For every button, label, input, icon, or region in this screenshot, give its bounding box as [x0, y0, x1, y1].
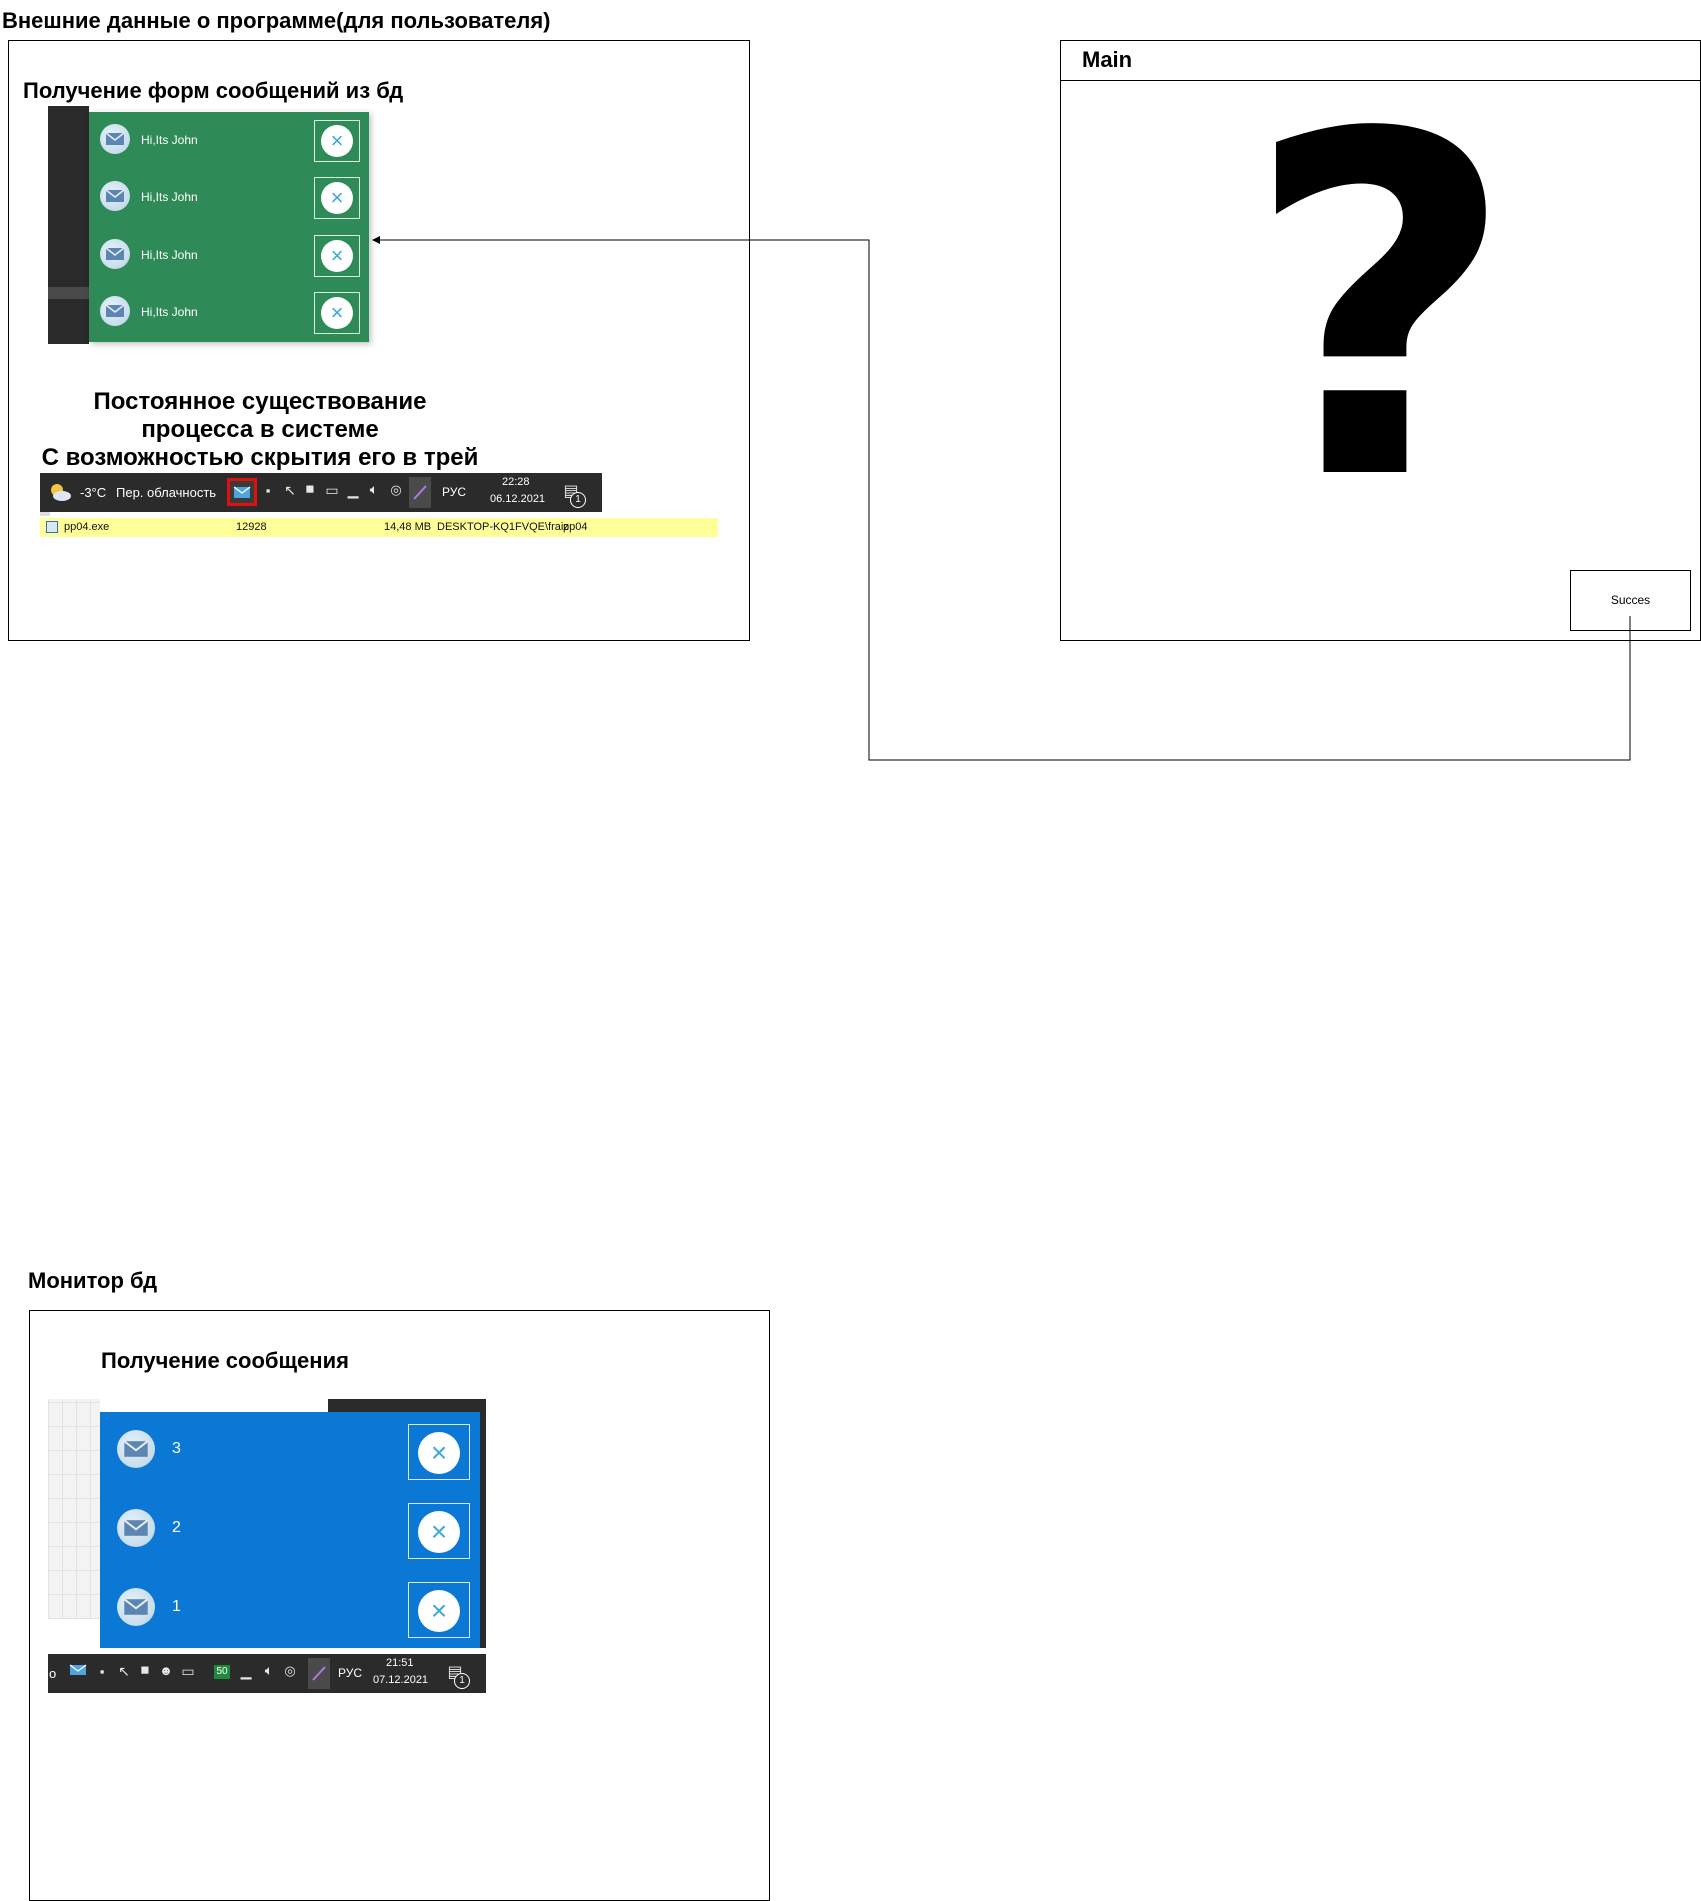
process-pid: 12928 [236, 521, 267, 533]
message-item[interactable]: 1 × [100, 1570, 485, 1648]
close-icon: × [321, 125, 353, 157]
background-window [48, 106, 89, 344]
weather-cloud-sun-icon [48, 481, 72, 503]
weather-text: Пер. облачность [116, 485, 217, 500]
volume-icon[interactable]: 🔈︎ [264, 1662, 274, 1678]
process-row[interactable]: pp04.exe 12928 14,48 MB DESKTOP-KQ1FVQE\… [40, 518, 718, 537]
clock-date[interactable]: 06.12.2021 [490, 493, 546, 505]
notification-text: Hi,Its John [141, 305, 198, 319]
pen-icon[interactable] [409, 477, 431, 508]
receive-message-caption: Получение сообщения [101, 1348, 349, 1373]
background-window-strip [48, 287, 89, 299]
message-text: 2 [172, 1519, 181, 1536]
epic-icon[interactable]: ◼ [140, 1664, 150, 1676]
message-text: 1 [172, 1598, 181, 1615]
message-item[interactable]: 2 × [100, 1491, 485, 1569]
close-icon: × [321, 297, 353, 329]
language-indicator[interactable]: РУС [338, 1666, 363, 1680]
battery-icon[interactable]: ▁ [240, 1663, 252, 1679]
process-caption: Постоянное существование процесса в сист… [30, 388, 490, 472]
clock-time[interactable]: 22:28 [502, 476, 530, 488]
close-button[interactable]: × [408, 1424, 470, 1480]
process-name: pp04.exe [64, 521, 110, 533]
page-title: Внешние данные о программе(для пользоват… [2, 8, 551, 33]
badge-50-icon[interactable]: 50 [214, 1665, 230, 1679]
monitor-title: Монитор бд [28, 1268, 158, 1293]
notification-item[interactable]: Hi,Its John × [89, 112, 369, 169]
windows-taskbar-monitor: о ▪ ↖ ◼ ☻ ▭ 50 ▁ 🔈︎ ◎ РУС 21:51 07.12.20… [48, 1654, 486, 1693]
clock-date[interactable]: 07.12.2021 [373, 1674, 429, 1686]
main-frame-title-divider [1060, 80, 1701, 81]
notification-stack-green: Hi,Its John × Hi,Its John × Hi,Its John … [89, 112, 369, 342]
process-caption-line: С возможностью скрытия его в трей [41, 444, 479, 471]
close-button[interactable]: × [408, 1582, 470, 1638]
background-grid [48, 1399, 100, 1619]
background-window-dark [328, 1399, 486, 1413]
succes-button[interactable]: Succes [1570, 570, 1691, 631]
notification-text: Hi,Its John [141, 133, 198, 147]
tray-icon-1[interactable]: ▪ [99, 1664, 105, 1679]
main-frame-title: Main [1082, 47, 1133, 72]
notification-item[interactable]: Hi,Its John × [89, 227, 369, 284]
network-icon[interactable]: ▭ [181, 1663, 195, 1679]
language-indicator[interactable]: РУС [442, 485, 467, 499]
pen-icon[interactable] [308, 1658, 330, 1689]
battery-icon[interactable]: ▁ [347, 482, 359, 498]
exe-icon [46, 521, 58, 533]
notification-count-badge: 1 [570, 492, 586, 508]
mail-icon [100, 124, 130, 154]
notification-text: Hi,Its John [141, 190, 198, 204]
close-button[interactable]: × [314, 177, 360, 219]
tray-app-icon-highlighted[interactable] [227, 478, 257, 506]
device-icon[interactable]: ◎ [284, 1663, 296, 1678]
windows-taskbar: -3°C Пер. облачность ▪ ↖ ◼ ▭ ▁ 🔈︎ ◎ РУС … [40, 473, 602, 512]
mail-icon [117, 1430, 155, 1468]
process-caption-line: Постоянное существование [93, 388, 427, 415]
close-icon: × [418, 1511, 460, 1553]
mail-tray-icon[interactable] [68, 1663, 88, 1682]
pointer-icon[interactable]: ↖ [118, 1663, 130, 1679]
mail-icon [117, 1509, 155, 1547]
close-icon: × [321, 182, 353, 214]
discord-icon[interactable]: ☻ [159, 1663, 173, 1678]
question-mark-icon: ? [1243, 36, 1517, 583]
mail-icon [100, 296, 130, 326]
close-button[interactable]: × [314, 292, 360, 334]
mail-icon [100, 181, 130, 211]
close-button[interactable]: × [408, 1503, 470, 1559]
process-user: DESKTOP-KQ1FVQE\fraiz [437, 521, 569, 533]
notification-item[interactable]: Hi,Its John × [89, 284, 369, 341]
close-icon: × [418, 1590, 460, 1632]
pointer-icon[interactable]: ↖ [284, 482, 296, 498]
process-memory: 14,48 MB [384, 521, 432, 533]
mail-icon [100, 239, 130, 269]
message-text: 3 [172, 1440, 181, 1457]
network-icon[interactable]: ▭ [325, 482, 339, 498]
forms-from-db-caption: Получение форм сообщений из бд [23, 78, 404, 103]
message-stack-blue: 3 × 2 × 1 × [100, 1412, 485, 1648]
close-icon: × [418, 1432, 460, 1474]
notification-text: Hi,Its John [141, 248, 198, 262]
close-icon: × [321, 240, 353, 272]
tray-icon-1[interactable]: ▪ [265, 483, 271, 498]
close-button[interactable]: × [314, 120, 360, 162]
message-item[interactable]: 3 × [100, 1412, 485, 1490]
taskbar-leading-text: о [49, 1666, 57, 1681]
clock-time[interactable]: 21:51 [386, 1657, 414, 1669]
temperature: -3°C [80, 485, 107, 500]
process-description: pp04 [563, 521, 588, 533]
list-row-partial [40, 512, 50, 516]
close-button[interactable]: × [314, 235, 360, 277]
process-caption-line: процесса в системе [141, 416, 379, 443]
device-icon[interactable]: ◎ [390, 482, 402, 497]
epic-icon[interactable]: ◼ [305, 483, 315, 495]
notification-item[interactable]: Hi,Its John × [89, 169, 369, 226]
mail-icon [117, 1588, 155, 1626]
panel-edge [480, 1412, 486, 1648]
notification-count-badge: 1 [454, 1673, 470, 1689]
volume-icon[interactable]: 🔈︎ [369, 481, 379, 497]
